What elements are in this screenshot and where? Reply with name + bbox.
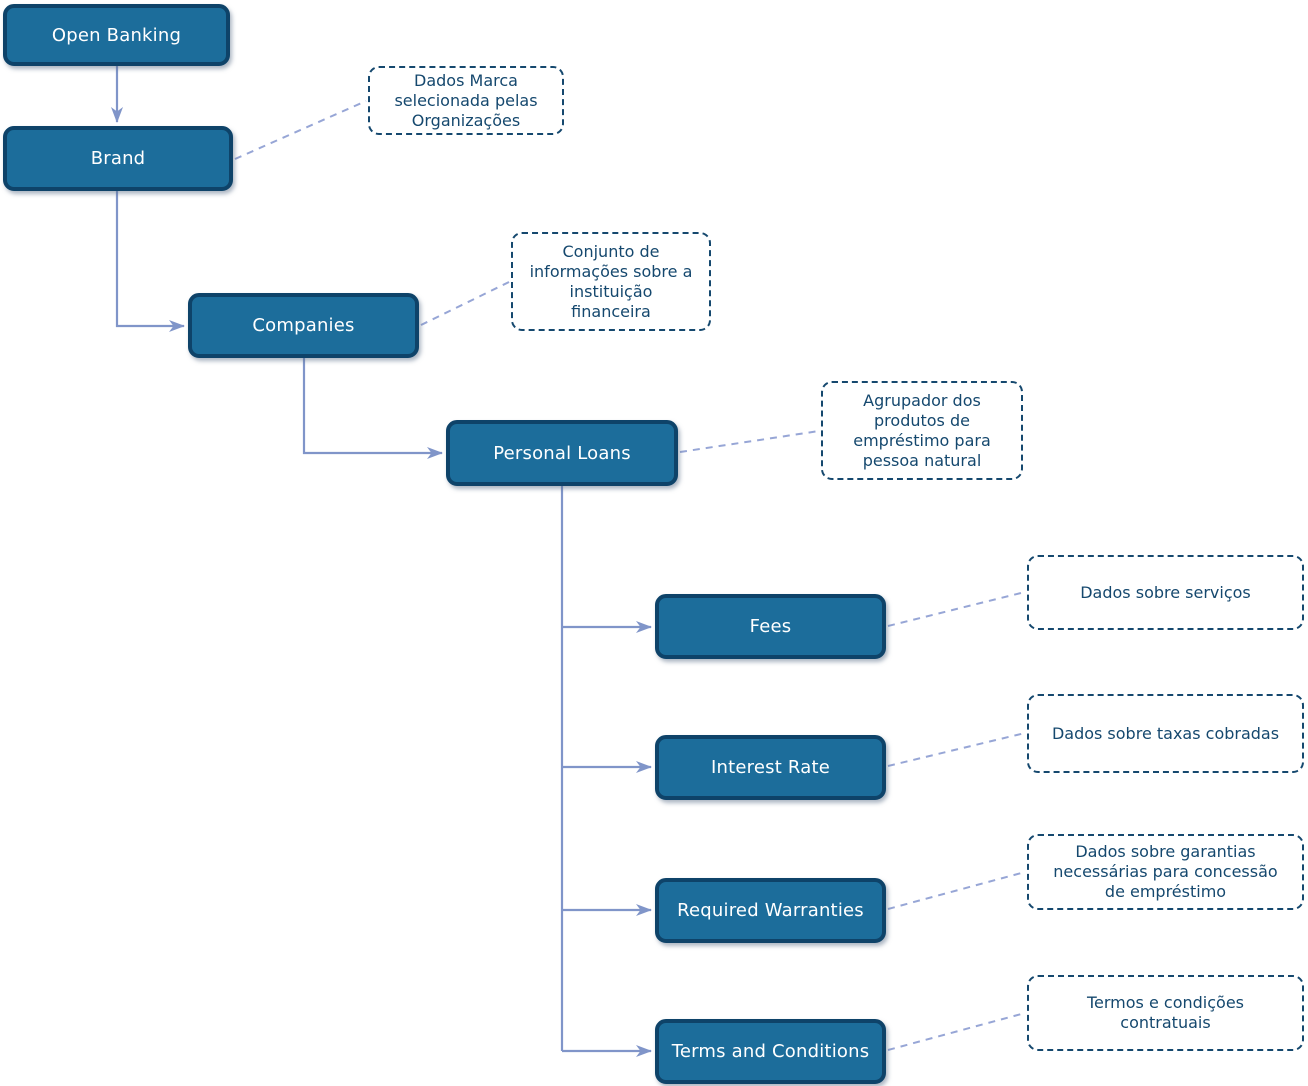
node-companies: Companies — [188, 293, 419, 358]
node-label: Terms and Conditions — [671, 1041, 870, 1062]
note-required-warranties: Dados sobre garantias necessárias para c… — [1027, 834, 1304, 910]
note-text: Agrupador dos produtos de empréstimo par… — [853, 390, 991, 470]
node-label: Brand — [90, 148, 146, 169]
note-text: Dados Marca selecionada pelas Organizaçõ… — [394, 70, 538, 130]
note-text: Dados sobre garantias necessárias para c… — [1053, 842, 1278, 901]
node-label: Open Banking — [51, 24, 182, 46]
node-interest-rate: Interest Rate — [655, 735, 886, 800]
node-label: Required Warranties — [677, 900, 864, 921]
node-personal-loans: Personal Loans — [446, 420, 678, 486]
note-text: Dados sobre taxas cobradas — [1051, 723, 1280, 743]
note-link-personal-loans — [679, 430, 820, 453]
node-label: Fees — [749, 616, 792, 637]
node-fees: Fees — [655, 594, 886, 659]
note-link-interest-rate — [887, 732, 1026, 767]
note-text: Dados sobre serviços — [1080, 582, 1251, 602]
node-label: Companies — [252, 315, 355, 336]
note-personal-loans: Agrupador dos produtos de empréstimo par… — [821, 381, 1023, 480]
note-fees: Dados sobre serviços — [1027, 555, 1304, 630]
node-terms-and-conditions: Terms and Conditions — [655, 1019, 886, 1084]
node-open-banking: Open Banking — [3, 4, 230, 66]
note-brand: Dados Marca selecionada pelas Organizaçõ… — [368, 66, 564, 135]
node-label: Personal Loans — [493, 442, 631, 464]
note-link-terms-and-conditions — [887, 1012, 1026, 1051]
edge-companies-personal-loans — [302, 358, 443, 459]
node-required-warranties: Required Warranties — [655, 878, 886, 943]
note-text: Termos e condições contratuais — [1086, 993, 1244, 1032]
note-interest-rate: Dados sobre taxas cobradas — [1027, 694, 1304, 773]
note-text: Conjunto de informações sobre a institui… — [529, 241, 693, 321]
node-brand: Brand — [3, 126, 233, 191]
note-terms-and-conditions: Termos e condições contratuais — [1027, 975, 1304, 1051]
note-link-brand — [234, 100, 367, 160]
note-link-required-warranties — [887, 871, 1026, 910]
node-label: Interest Rate — [711, 757, 830, 778]
note-companies: Conjunto de informações sobre a institui… — [511, 232, 711, 331]
note-link-companies — [420, 281, 510, 326]
edge-brand-companies — [115, 191, 185, 332]
note-link-fees — [887, 591, 1026, 627]
